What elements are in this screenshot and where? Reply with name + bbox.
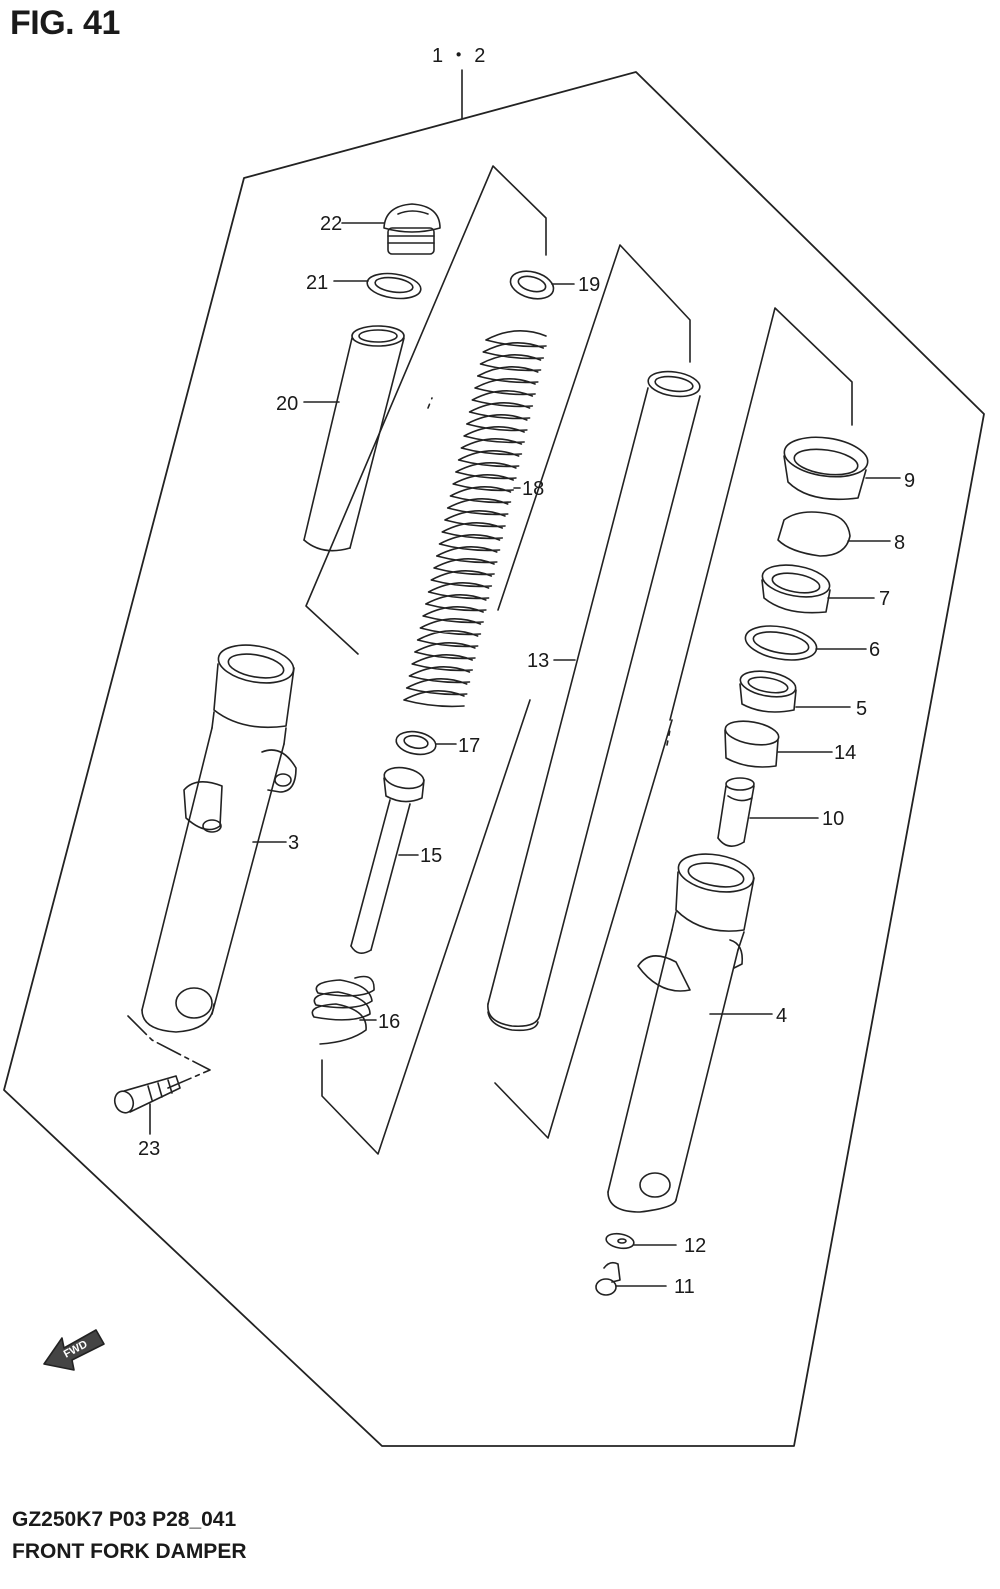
part-fork-spring <box>403 330 547 708</box>
callout-10: 10 <box>822 808 844 830</box>
callout-19: 19 <box>578 274 600 296</box>
callout-18: 18 <box>522 478 544 500</box>
assembly-callout: 1 ・ 2 <box>432 45 485 67</box>
callout-5: 5 <box>856 698 867 720</box>
part-washer-12 <box>605 1232 677 1250</box>
part-rebound-spring <box>311 975 377 1045</box>
part-spacer-tube <box>303 325 405 552</box>
model-code: GZ250K7 P03 P28_041 <box>12 1508 237 1531</box>
callout-7: 7 <box>879 588 890 610</box>
part-bolt-11 <box>595 1261 667 1296</box>
callout-11: 11 <box>674 1276 695 1298</box>
callout-23: 23 <box>138 1138 160 1160</box>
assembly-outline <box>3 69 985 1447</box>
part-snap-ring <box>777 511 891 557</box>
part-washer-17 <box>395 730 457 756</box>
part-plug-bolt <box>341 203 441 255</box>
callout-16: 16 <box>378 1011 400 1033</box>
callout-14: 14 <box>834 742 856 764</box>
figure-title: FIG. 41 <box>10 4 120 42</box>
callout-13: 13 <box>527 650 549 672</box>
part-washer-19 <box>509 270 575 300</box>
callout-labels: 1 ・ 2 22 21 19 20 18 9 8 7 6 13 5 17 14 … <box>138 45 915 1298</box>
part-washer-6 <box>744 625 867 661</box>
spring-coils <box>403 330 547 708</box>
subassembly-frame-inner-tube <box>494 244 691 1139</box>
callout-17: 17 <box>458 735 480 757</box>
part-outer-tube-left <box>141 644 297 1033</box>
subassembly-frame-damper <box>305 165 547 1155</box>
part-outer-tube-right <box>607 853 773 1213</box>
callout-15: 15 <box>420 845 442 867</box>
callout-20: 20 <box>276 393 298 415</box>
part-inner-tube <box>487 370 701 1032</box>
part-damper-rod <box>350 766 425 954</box>
callout-3: 3 <box>288 832 299 854</box>
part-dust-seal <box>783 436 901 501</box>
callout-12: 12 <box>684 1235 706 1257</box>
callout-6: 6 <box>869 639 880 661</box>
part-washer-21 <box>333 272 422 300</box>
part-bushing-14 <box>724 720 833 768</box>
subassembly-frame-seals <box>666 307 853 746</box>
part-oil-seal <box>761 564 875 614</box>
callout-8: 8 <box>894 532 905 554</box>
callout-9: 9 <box>904 470 915 492</box>
part-bushing-5 <box>739 670 851 713</box>
callout-21: 21 <box>306 272 328 294</box>
part-bolt-23 <box>113 1015 211 1135</box>
forward-direction-arrow[interactable]: FWD <box>43 1329 105 1371</box>
section-name: FRONT FORK DAMPER <box>12 1540 247 1563</box>
callout-22: 22 <box>320 213 342 235</box>
callout-4: 4 <box>776 1005 787 1027</box>
part-oil-lock-piece <box>717 777 819 847</box>
